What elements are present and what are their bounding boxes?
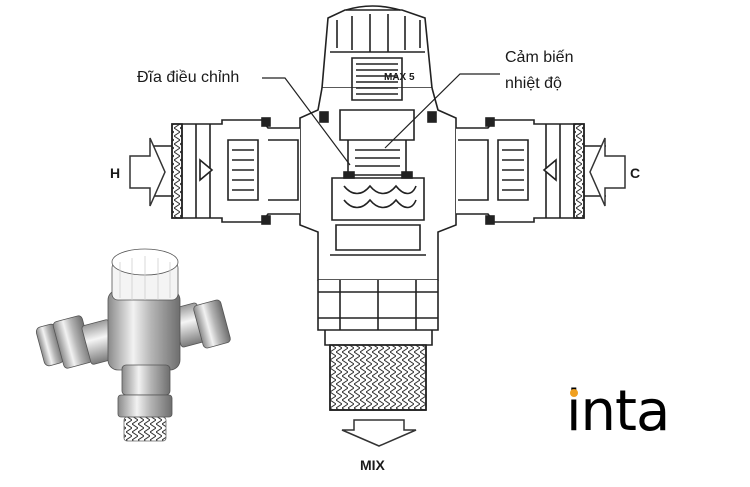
hot-inlet-arm <box>150 117 300 225</box>
valve-body <box>299 57 457 281</box>
valve-cross-section: MAX 5 <box>150 5 606 411</box>
temperature-sensor-callout: Cảm biến nhiệt độ <box>384 49 573 149</box>
sensor-label-line1: Cảm biến <box>505 49 573 66</box>
outlet-nut <box>317 280 439 346</box>
threaded-outlet <box>329 344 427 411</box>
cold-inlet-arm <box>456 117 606 225</box>
knob-marking: MAX 5 <box>384 72 415 83</box>
cold-flow-arrow <box>589 137 626 207</box>
inta-logo-dot <box>570 389 578 397</box>
mix-flow-arrow <box>341 419 417 447</box>
hot-flow-arrow <box>129 137 166 207</box>
valve-product-photo <box>35 248 231 442</box>
adjust-disc-callout: Đĩa điều chỉnh <box>137 69 351 166</box>
temperature-knob: MAX 5 <box>321 5 433 89</box>
hot-port-label: H <box>110 165 120 181</box>
inta-logo: inta <box>566 379 670 444</box>
mix-port-label: MIX <box>360 457 386 473</box>
sensor-label-line2: nhiệt độ <box>505 75 562 92</box>
adjust-disc-label: Đĩa điều chỉnh <box>137 69 239 86</box>
cold-port-label: C <box>630 165 640 181</box>
